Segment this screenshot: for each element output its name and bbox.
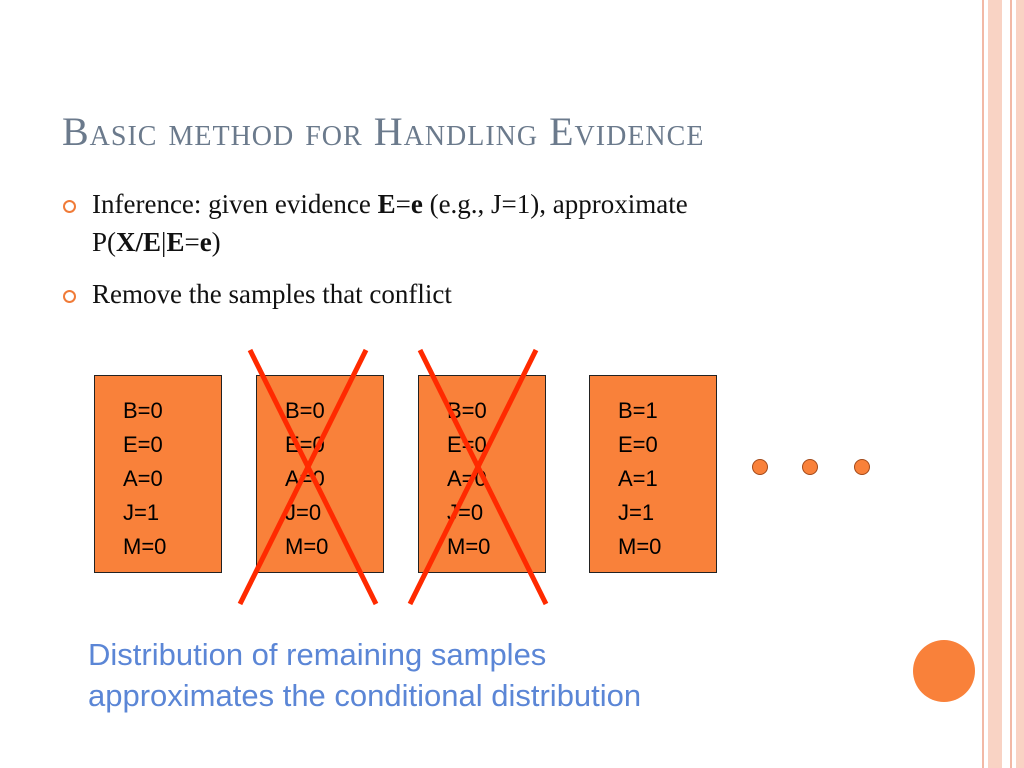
bullet-circle-icon <box>63 290 76 303</box>
stripe <box>982 0 984 768</box>
bullet-text: Inference: given evidence E=e (e.g., J=1… <box>92 189 688 257</box>
sample-value: E=0 <box>447 432 487 457</box>
bullet-list: Inference: given evidence E=e (e.g., J=1… <box>62 185 762 327</box>
sample-value: M=0 <box>447 534 491 559</box>
ellipsis-dots <box>752 459 882 479</box>
sample-value: M=0 <box>123 534 167 559</box>
sample-value: B=1 <box>618 398 658 423</box>
caption-line: Distribution of remaining samples <box>88 637 547 672</box>
decorative-stripes <box>976 0 1024 768</box>
sample-value: B=0 <box>123 398 163 423</box>
sample-value: J=0 <box>285 500 322 525</box>
sample-box-3: B=0 E=0 A=0 J=0 M=0 <box>418 375 546 573</box>
dot-icon <box>802 459 818 475</box>
stripe <box>988 0 1002 768</box>
sample-value: E=0 <box>123 432 163 457</box>
sample-values: B=0 E=0 A=0 J=0 M=0 <box>285 394 328 564</box>
bullet-remove: Remove the samples that conflict <box>62 275 762 313</box>
sample-value: B=0 <box>285 398 325 423</box>
sample-value: B=0 <box>447 398 487 423</box>
sample-values: B=0 E=0 A=0 J=0 M=0 <box>447 394 490 564</box>
sample-value: J=1 <box>618 500 655 525</box>
sample-box-4: B=1 E=0 A=1 J=1 M=0 <box>589 375 717 573</box>
sample-value: A=1 <box>618 466 658 491</box>
decorative-circle <box>913 640 975 702</box>
slide-title: Basic method for Handling Evidence <box>62 109 705 154</box>
caption-text: Distribution of remaining samples approx… <box>88 634 868 716</box>
sample-value: A=0 <box>123 466 163 491</box>
sample-values: B=0 E=0 A=0 J=1 M=0 <box>123 394 166 564</box>
caption-line: approximates the conditional distributio… <box>88 678 642 713</box>
dot-icon <box>752 459 768 475</box>
sample-box-1: B=0 E=0 A=0 J=1 M=0 <box>94 375 222 573</box>
sample-values: B=1 E=0 A=1 J=1 M=0 <box>618 394 661 564</box>
sample-value: A=0 <box>285 466 325 491</box>
sample-box-2: B=0 E=0 A=0 J=0 M=0 <box>256 375 384 573</box>
sample-value: J=0 <box>447 500 484 525</box>
bullet-inference: Inference: given evidence E=e (e.g., J=1… <box>62 185 762 261</box>
bullet-circle-icon <box>63 200 76 213</box>
sample-value: E=0 <box>618 432 658 457</box>
stripe <box>1016 0 1024 768</box>
sample-value: M=0 <box>285 534 329 559</box>
sample-value: A=0 <box>447 466 487 491</box>
dot-icon <box>854 459 870 475</box>
sample-value: M=0 <box>618 534 662 559</box>
sample-value: J=1 <box>123 500 160 525</box>
bullet-text: Remove the samples that conflict <box>92 279 452 309</box>
stripe <box>1010 0 1012 768</box>
sample-value: E=0 <box>285 432 325 457</box>
